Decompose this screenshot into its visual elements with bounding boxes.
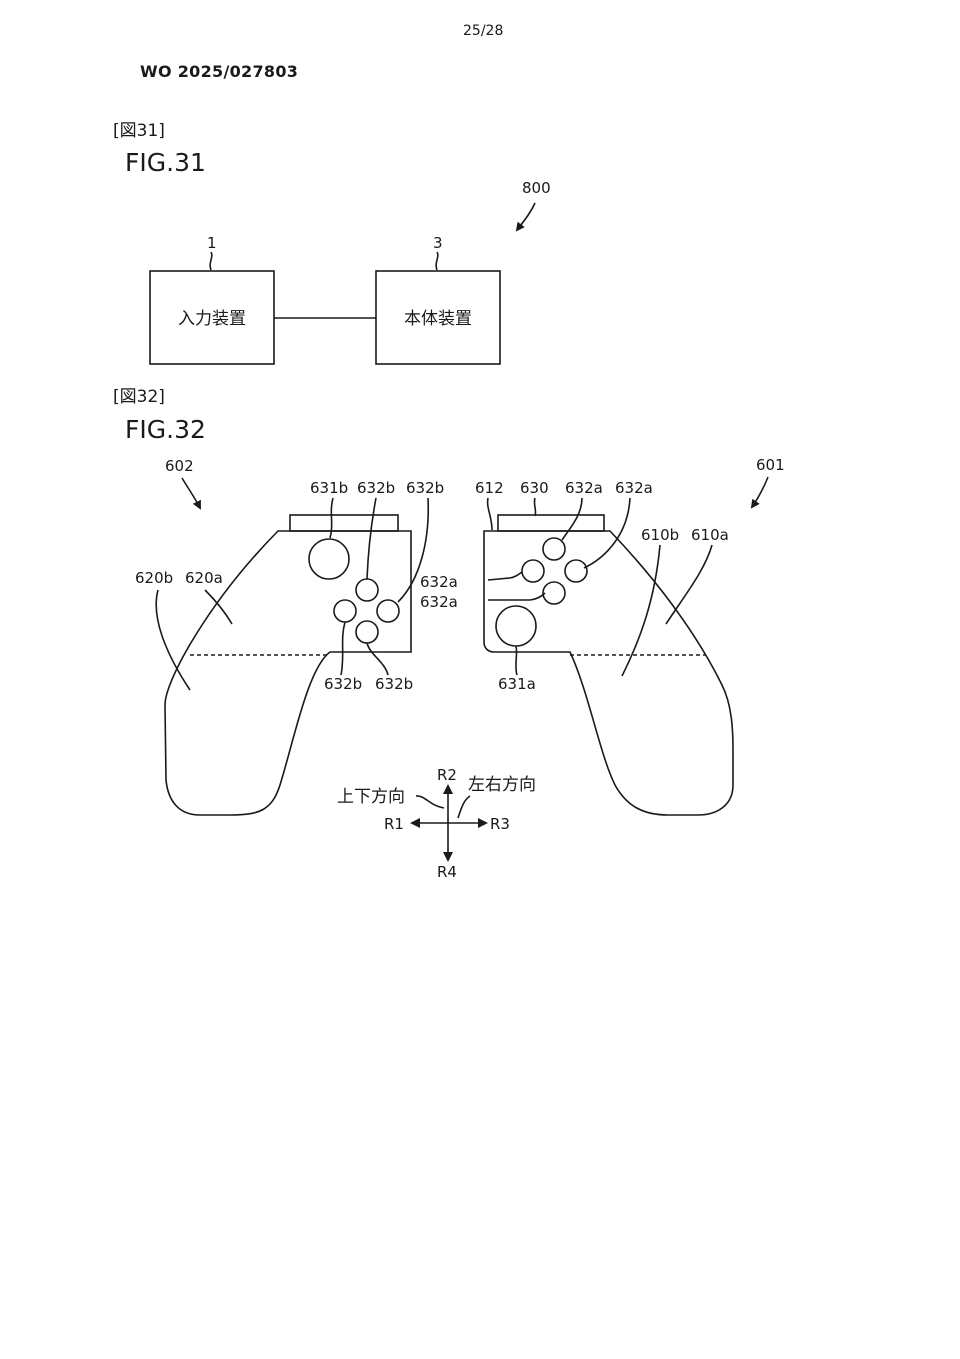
ref-602: 602 [165, 457, 194, 475]
fig32-controllers [155, 476, 769, 816]
button-632b-right [376, 599, 400, 623]
leader-632a-1 [561, 497, 583, 541]
button-632b-top [355, 578, 379, 602]
button-632b-bottom [355, 620, 379, 644]
leader-632b-2 [397, 497, 430, 603]
ref-630: 630 [520, 479, 549, 497]
ref-631b: 631b [310, 479, 348, 497]
leader-632b-bot1 [340, 621, 346, 676]
ref-800-leader [515, 202, 536, 232]
main-device-box [375, 270, 501, 365]
ref-1-leader [209, 251, 213, 271]
left-connector [289, 514, 399, 532]
ref-632b-top2: 632b [406, 479, 444, 497]
direction-compass [410, 784, 488, 862]
ref-800: 800 [522, 179, 551, 197]
vertical-direction-label: 上下方向 [337, 787, 405, 807]
fig32-tag: [図32] [113, 387, 165, 407]
ref-602-arrow [181, 477, 201, 510]
ref-632b-bot1: 632b [324, 675, 362, 693]
ref-632a-mid2: 632a [420, 593, 458, 611]
ref-632a-top2: 632a [615, 479, 653, 497]
ref-610b: 610b [641, 526, 679, 544]
leader-620b [155, 589, 191, 691]
leader-631b [329, 497, 334, 539]
ref-612: 612 [475, 479, 504, 497]
right-controller-outline [483, 530, 734, 816]
button-632b-left [333, 599, 357, 623]
button-632a-top [542, 537, 566, 561]
ref-1: 1 [207, 234, 217, 252]
input-device-label: 入力装置 [178, 309, 246, 329]
leader-632a-2 [583, 497, 631, 569]
leader-631a [515, 645, 518, 676]
ref-632a-mid1: 632a [420, 573, 458, 591]
horizontal-label-leader [457, 795, 471, 819]
label-r4: R4 [437, 863, 457, 881]
fig31-title: FIG.31 [125, 148, 206, 177]
leader-632a-mid1 [487, 571, 523, 581]
fig32-title: FIG.32 [125, 415, 206, 444]
fig31-block-diagram [149, 202, 536, 365]
ref-620b: 620b [135, 569, 173, 587]
ref-3-leader [435, 251, 439, 271]
right-connector [497, 514, 605, 532]
ref-601: 601 [756, 456, 785, 474]
leader-610b [621, 544, 661, 677]
ref-610a: 610a [691, 526, 729, 544]
main-device-label: 本体装置 [404, 309, 472, 329]
label-r3: R3 [490, 815, 510, 833]
ref-631a: 631a [498, 675, 536, 693]
leader-630 [533, 497, 537, 517]
label-r1: R1 [384, 815, 404, 833]
ref-3: 3 [433, 234, 443, 252]
leader-610a [665, 544, 713, 625]
ref-620a: 620a [185, 569, 223, 587]
publication-number: WO 2025/027803 [140, 62, 299, 81]
leader-620a [204, 589, 233, 625]
leader-632a-mid2 [488, 592, 546, 601]
label-r2: R2 [437, 766, 457, 784]
horizontal-direction-label: 左右方向 [468, 775, 536, 795]
ref-601-arrow [750, 476, 769, 509]
ref-632b-bot2: 632b [375, 675, 413, 693]
ref-632b-top1: 632b [357, 479, 395, 497]
leader-612 [486, 497, 493, 531]
stick-631b [308, 538, 350, 580]
fig31-tag: [図31] [113, 121, 165, 141]
button-632a-right [564, 559, 588, 583]
ref-632a-top1: 632a [565, 479, 603, 497]
button-632a-left [521, 559, 545, 583]
left-controller-outline [164, 530, 412, 816]
leader-632b-1 [366, 497, 377, 580]
leader-632b-bot2 [366, 642, 389, 676]
button-632a-bottom [542, 581, 566, 605]
stick-631a [495, 605, 537, 647]
page-number: 25/28 [463, 23, 504, 39]
vertical-label-leader [415, 795, 445, 809]
